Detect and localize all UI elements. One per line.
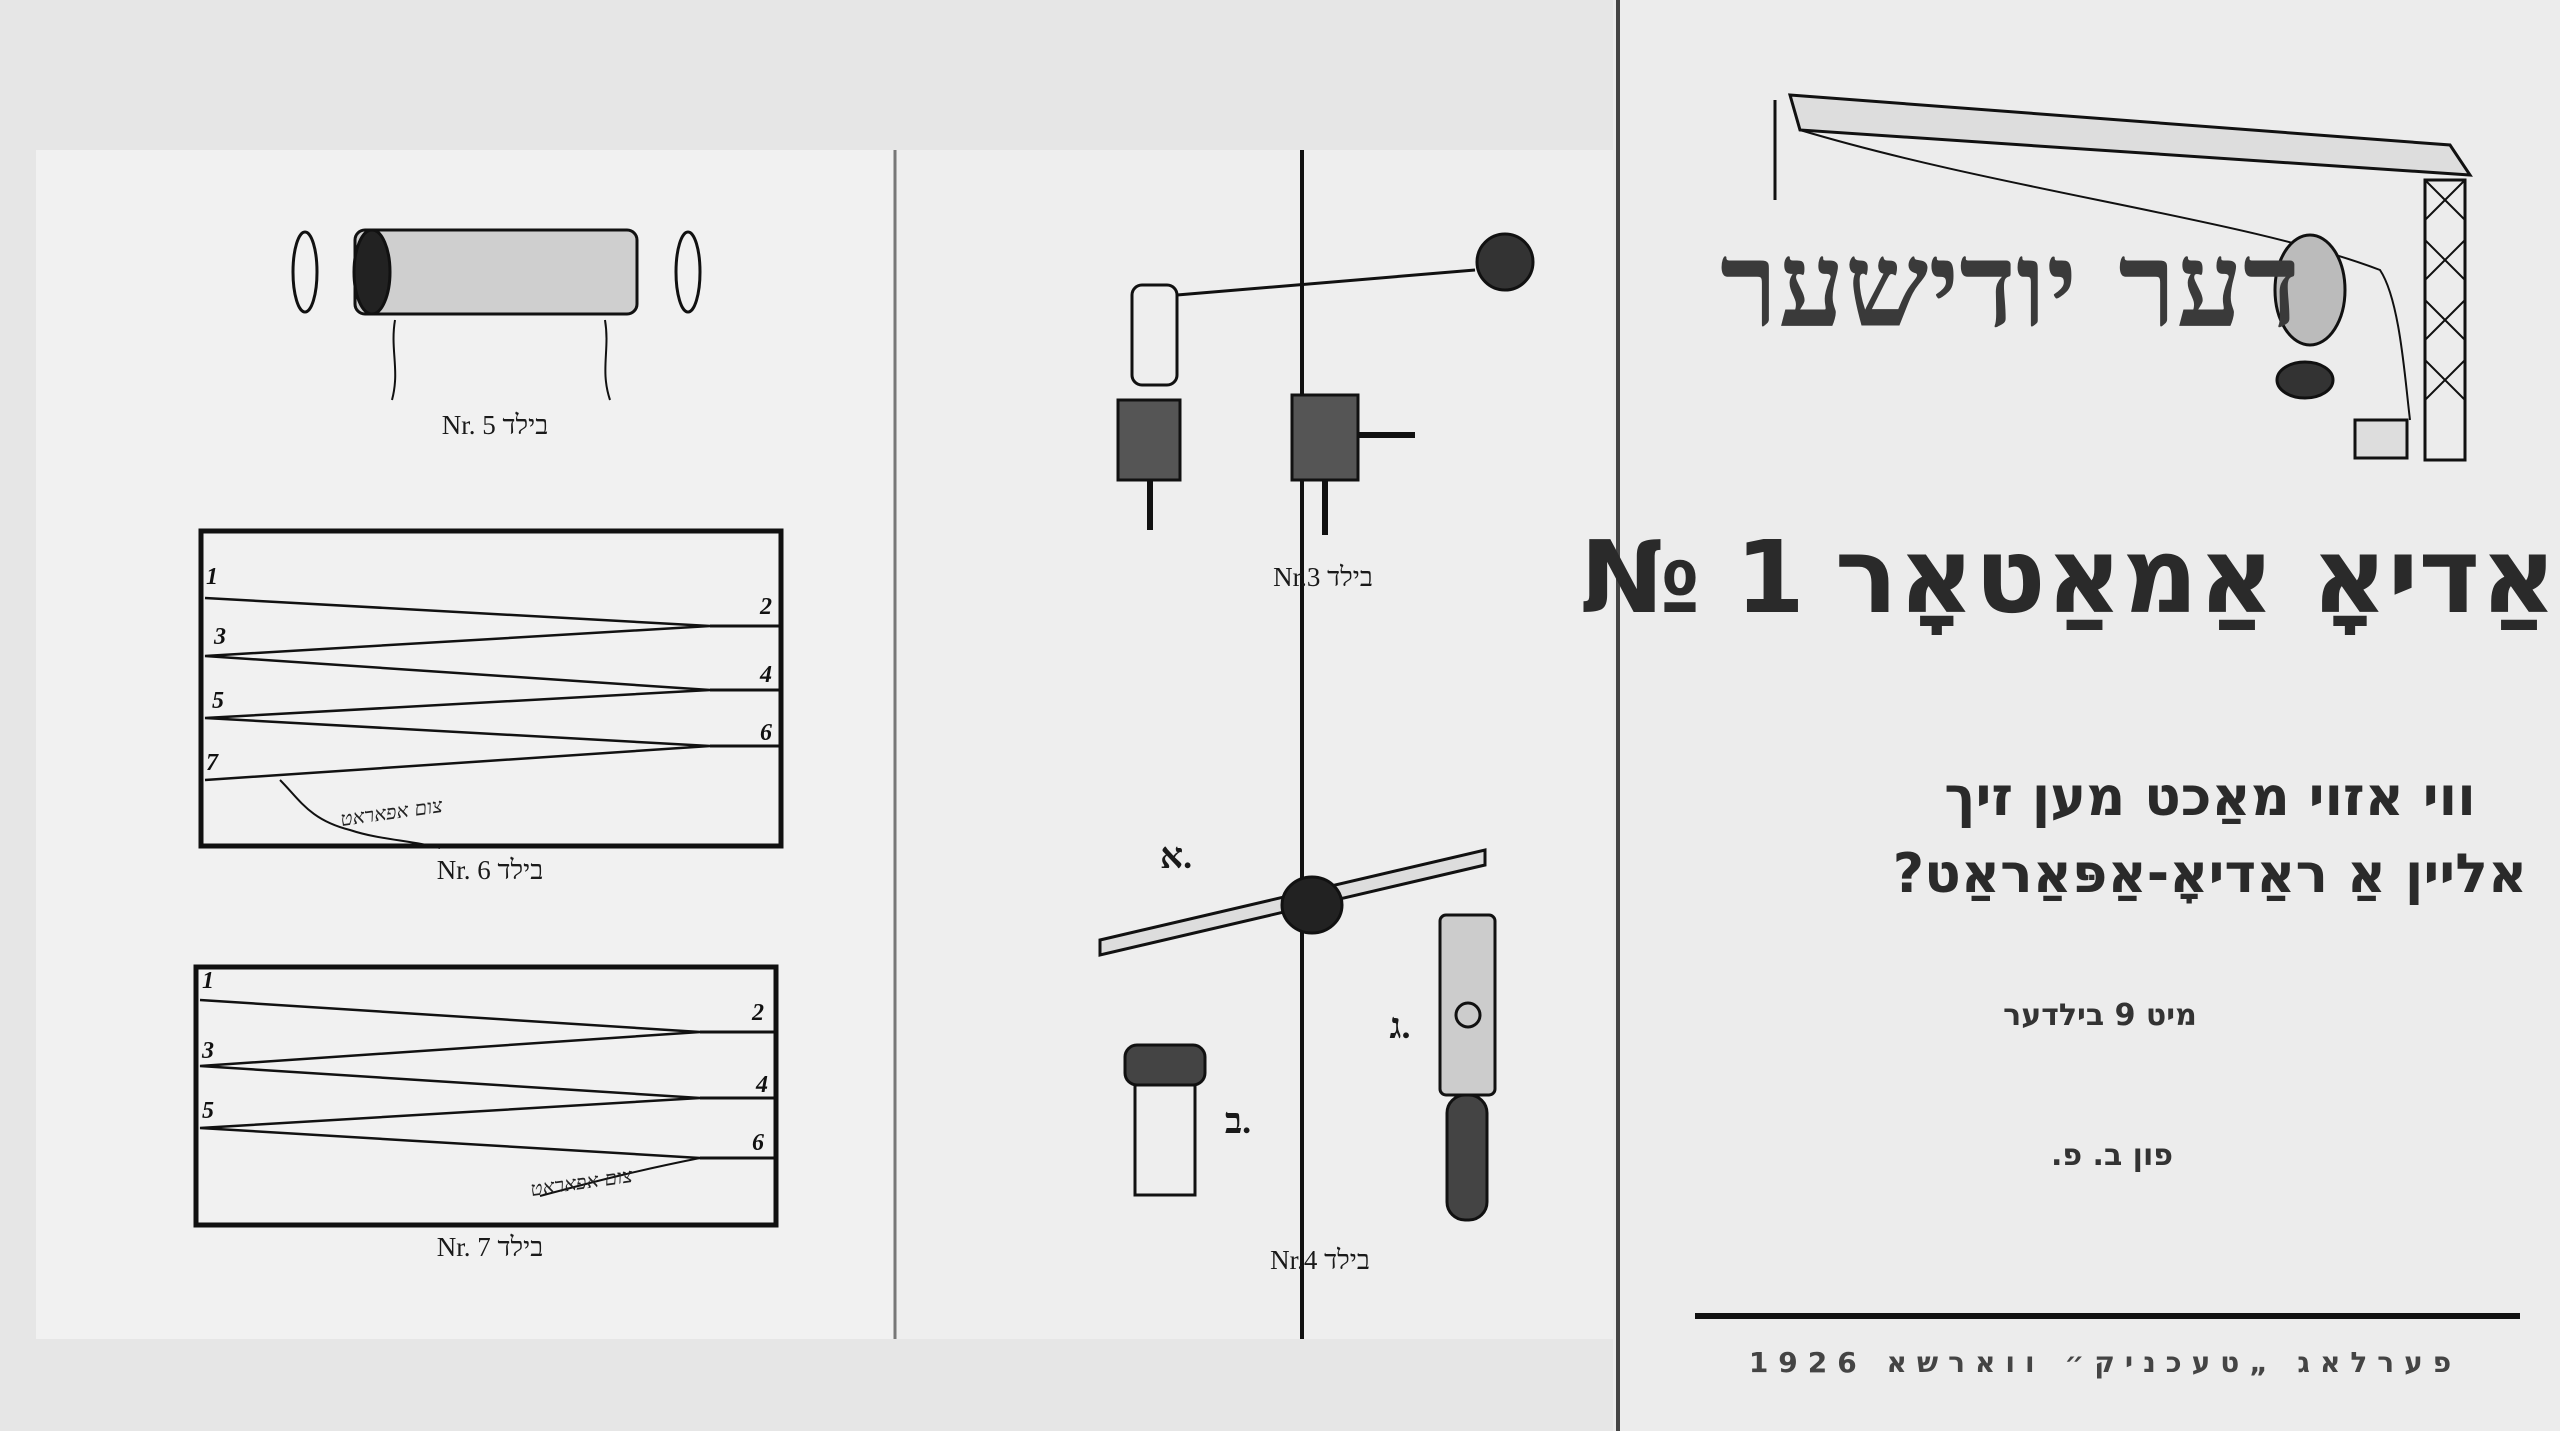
figure-4-parts xyxy=(1098,848,1497,1222)
figure-7-caption: Nr. 7 בילד xyxy=(436,1232,544,1262)
series-title: דער יודישער xyxy=(1720,215,2300,354)
cover-title: ראַדיאָ אַמאַטאָר xyxy=(1834,515,2560,637)
wire-number: 6 xyxy=(760,720,772,746)
part-label-a: א. xyxy=(1159,836,1193,876)
antenna-illustration xyxy=(1773,93,2473,462)
author: פון ב. פ. xyxy=(2050,1138,2174,1173)
figure-3-terminals xyxy=(1116,232,1535,535)
wire-number: 7 xyxy=(206,750,218,776)
figure-3-caption: Nr.3 בילד xyxy=(1273,562,1373,592)
figure-6-diagram xyxy=(198,528,784,849)
figure-6-caption: Nr. 6 בילד xyxy=(436,855,544,885)
subtitle-line-1: ווי אזוי מאַכט מען זיך xyxy=(1944,765,2476,828)
figure-7-diagram xyxy=(193,964,779,1228)
figure-4-caption: Nr.4 בילד xyxy=(1270,1245,1370,1275)
middle-page xyxy=(895,150,1635,1339)
publisher-line: פערלאג „טעכניק״ ווארשא 1926 xyxy=(1748,1346,2462,1379)
coil-figure xyxy=(291,228,702,401)
part-label-g: ג. xyxy=(1389,1006,1411,1046)
wire-number: 2 xyxy=(752,1000,764,1026)
wire-number: 2 xyxy=(760,594,772,620)
cover-title-row: № 1 ראַדיאָ אַמאַטאָר xyxy=(1580,515,2560,637)
wire-number: 5 xyxy=(212,688,224,714)
wire-number: 1 xyxy=(206,564,218,590)
cover-page xyxy=(1613,0,2560,1431)
subtitle-line-2: אליין אַ ראַדיאָ-אַפּאַראַט? xyxy=(1892,842,2528,905)
issue-number: № 1 xyxy=(1580,519,1805,636)
illustrations-note: מיט 9 בילדער xyxy=(2003,998,2197,1033)
figure-5-caption: Nr. 5 בילד xyxy=(441,410,549,440)
wire-number: 3 xyxy=(214,624,226,650)
wire-number: 1 xyxy=(202,968,214,994)
wire-number: 4 xyxy=(760,662,772,688)
wire-number: 4 xyxy=(756,1072,768,1098)
part-label-b: ב. xyxy=(1224,1101,1252,1141)
wire-number: 5 xyxy=(202,1098,214,1124)
wire-number: 3 xyxy=(202,1038,214,1064)
wire-number: 6 xyxy=(752,1130,764,1156)
